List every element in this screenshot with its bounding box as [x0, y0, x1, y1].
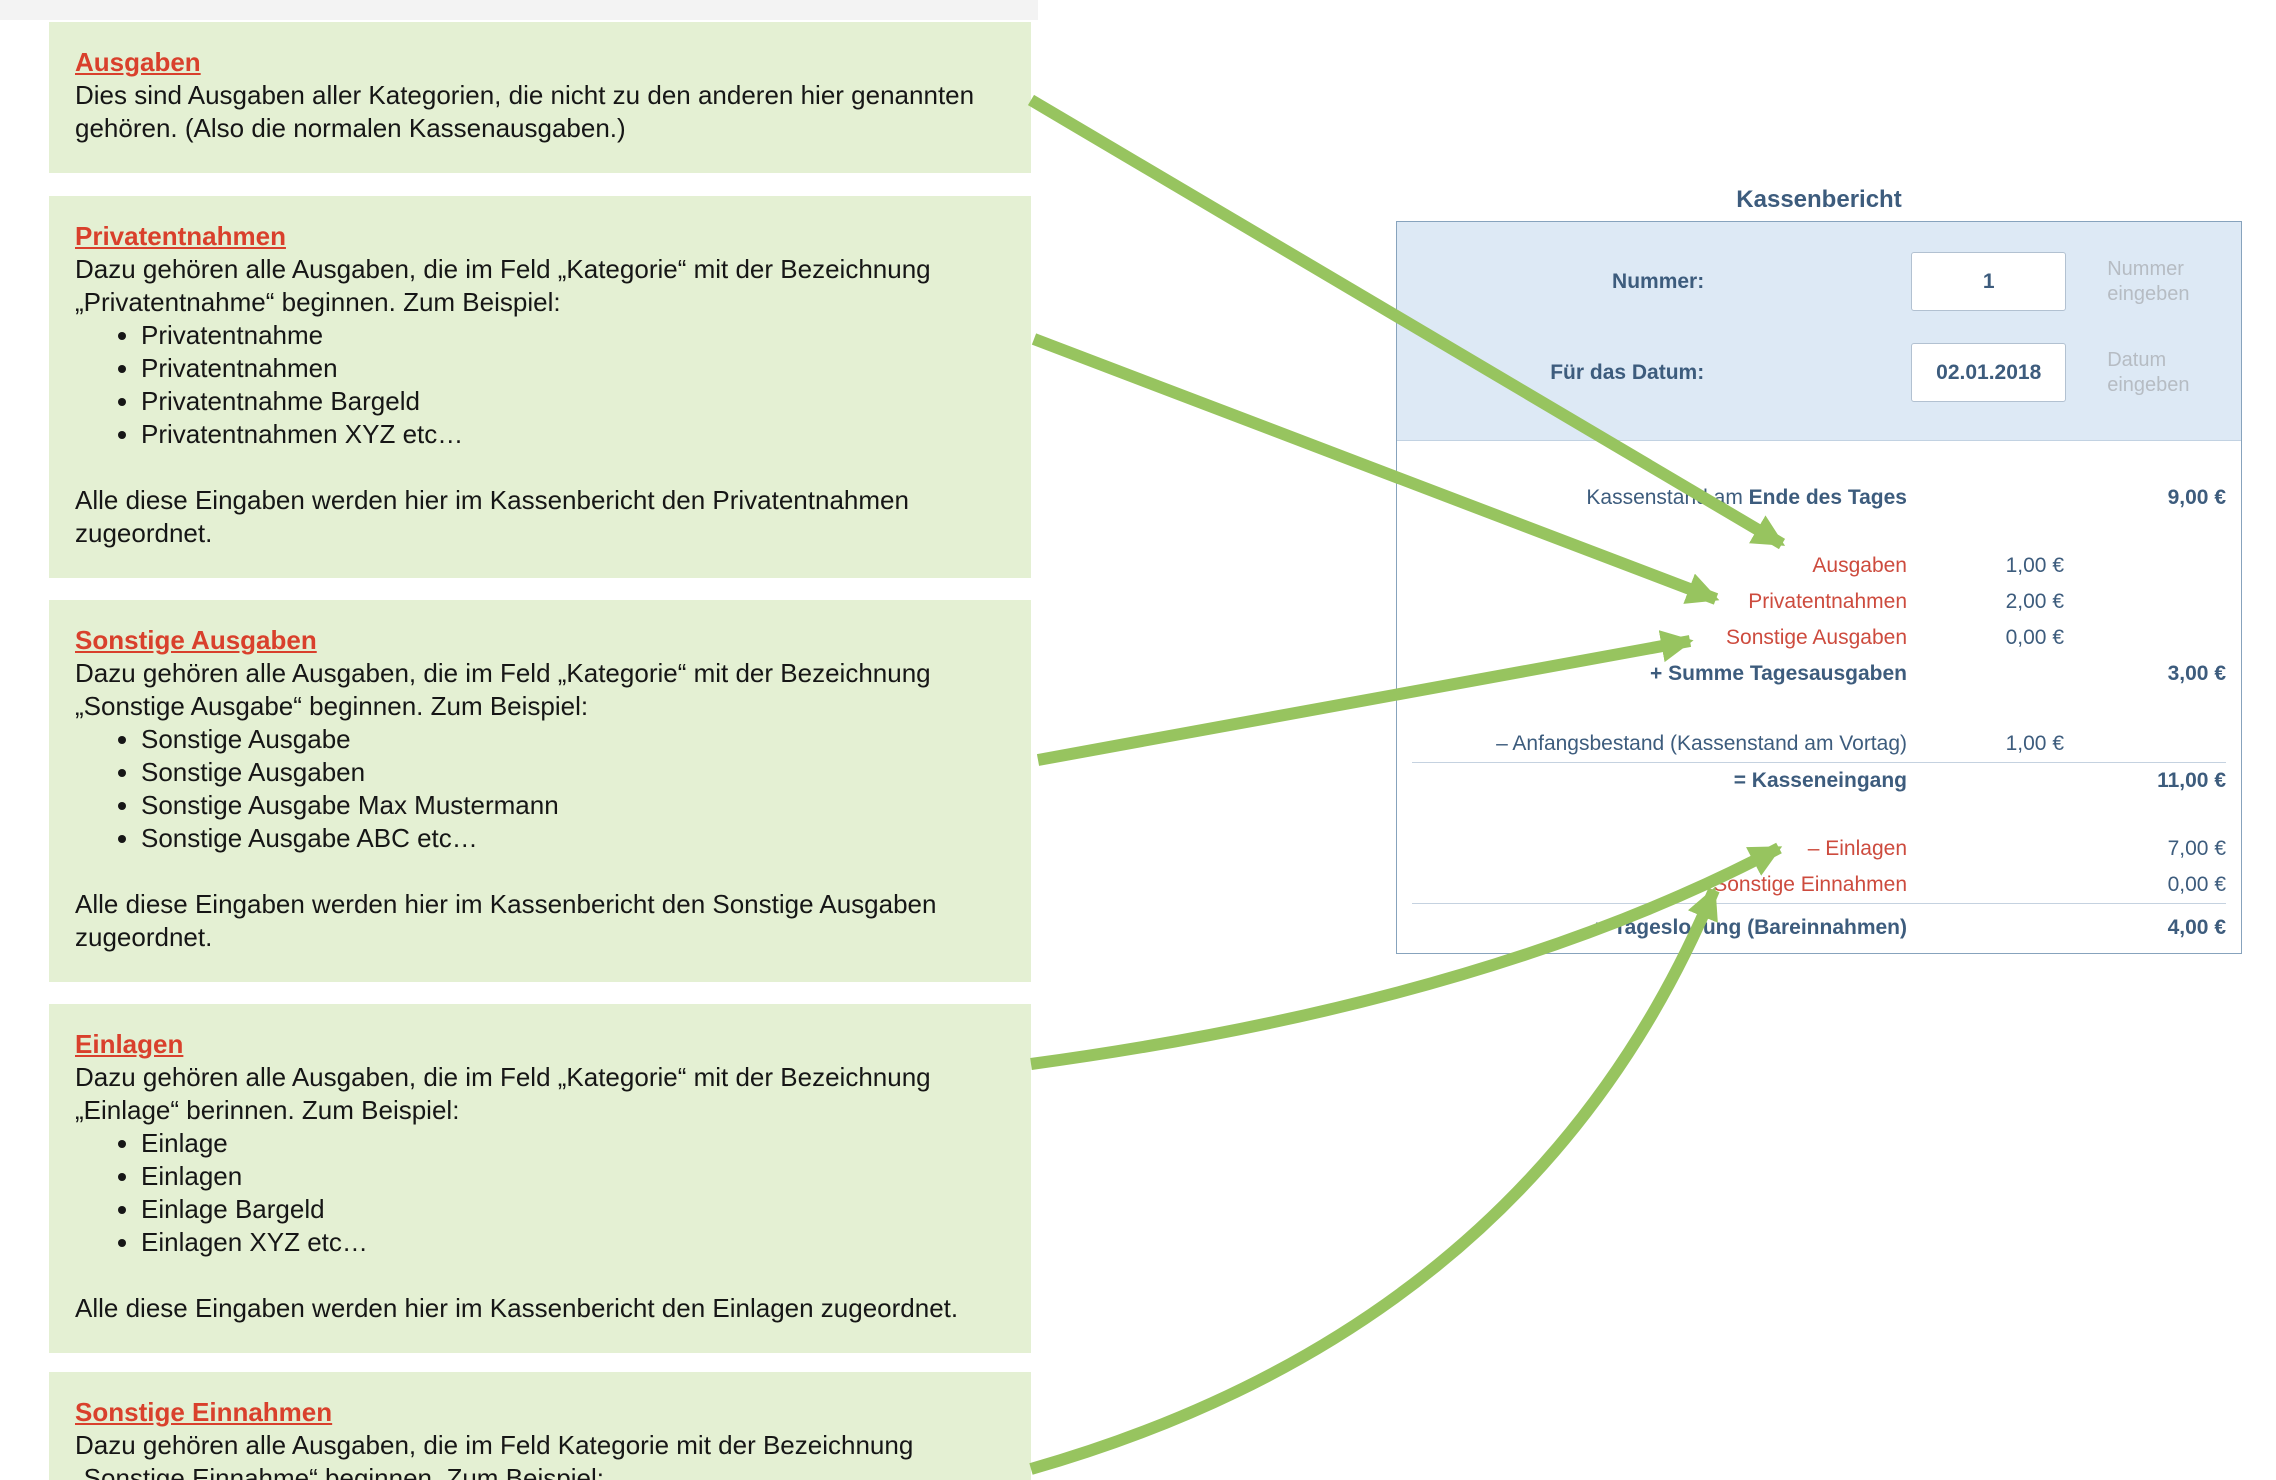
example-item: Privatentnahmen	[141, 352, 1005, 385]
row-sonstige-ausgaben: Sonstige Ausgaben 0,00 €	[1412, 620, 2226, 656]
row-kassenstand: Kassenstand am Ende des Tages 9,00 €	[1412, 480, 2226, 516]
info-box-text: Dazu gehören alle Ausgaben, die im Feld …	[75, 658, 931, 721]
report-title: Kassenbericht	[1736, 186, 1902, 213]
row-value-mid	[1907, 480, 2064, 516]
row-label: + Summe Tagesausgaben	[1650, 662, 1907, 685]
nummer-input[interactable]	[1911, 252, 2067, 311]
row-label: = Tageslosung (Bareinnahmen)	[1595, 916, 1907, 939]
row-value-right	[2064, 548, 2226, 584]
row-value-right: 0,00 €	[2167, 873, 2226, 896]
example-item: Privatentnahme	[141, 319, 1005, 352]
info-box-heading: Ausgaben	[75, 47, 201, 77]
info-box-heading: Privatentnahmen	[75, 221, 286, 251]
row-value-mid: 0,00 €	[2005, 626, 2064, 649]
row-value-mid: 1,00 €	[2005, 554, 2064, 577]
info-box-text: Dies sind Ausgaben aller Kategorien, die…	[75, 80, 975, 143]
nummer-field-row: Nummer: Nummer eingeben	[1397, 252, 2241, 311]
row-value-right: 4,00 €	[2167, 916, 2226, 939]
row-value-right: 3,00 €	[2167, 662, 2226, 685]
example-list: Einlage Einlagen Einlage Bargeld Einlage…	[75, 1127, 1005, 1259]
row-value-mid	[1907, 867, 2064, 903]
row-label: – Sonstige Einnahmen	[1695, 873, 1907, 896]
example-item: Sonstige Ausgabe ABC etc…	[141, 822, 1005, 855]
info-box-heading: Einlagen	[75, 1029, 184, 1059]
example-list: Sonstige Ausgabe Sonstige Ausgaben Sonst…	[75, 723, 1005, 855]
row-ausgaben: Ausgaben 1,00 €	[1412, 548, 2226, 584]
info-box-privatentnahmen: Privatentnahmen Dazu gehören alle Ausgab…	[49, 196, 1031, 578]
report-header: Nummer: Nummer eingeben Für das Datum: D…	[1397, 222, 2241, 441]
info-box-outro: Alle diese Eingaben werden hier im Kasse…	[75, 1293, 959, 1323]
example-item: Privatentnahme Bargeld	[141, 385, 1005, 418]
example-item: Einlagen	[141, 1160, 1005, 1193]
row-value-mid: 1,00 €	[2005, 732, 2064, 755]
example-item: Privatentnahmen XYZ etc…	[141, 418, 1005, 451]
info-box-sonstige-einnahmen: Sonstige Einnahmen Dazu gehören alle Aus…	[49, 1372, 1031, 1480]
row-kasseneingang: = Kasseneingang 11,00 €	[1412, 762, 2226, 799]
row-value-mid	[1907, 831, 2064, 867]
row-anfangsbestand: – Anfangsbestand (Kassenstand am Vortag)…	[1412, 726, 2226, 762]
info-box-heading: Sonstige Einnahmen	[75, 1397, 333, 1427]
row-value-right	[2064, 726, 2226, 762]
kassenbericht-panel: Nummer: Nummer eingeben Für das Datum: D…	[1396, 221, 2242, 954]
datum-hint: Datum eingeben	[2107, 348, 2190, 396]
arrow-sonstige-einnahmen	[1029, 886, 1720, 1475]
info-box-heading: Sonstige Ausgaben	[75, 625, 317, 655]
row-value-right: 11,00 €	[2157, 769, 2226, 792]
nummer-label: Nummer:	[1612, 269, 1705, 293]
row-label: – Anfangsbestand (Kassenstand am Vortag)	[1496, 732, 1907, 755]
row-privatentnahmen: Privatentnahmen 2,00 €	[1412, 584, 2226, 620]
datum-field-row: Für das Datum: Datum eingeben	[1397, 343, 2241, 402]
row-label: = Kasseneingang	[1733, 769, 1907, 792]
example-item: Einlage Bargeld	[141, 1193, 1005, 1226]
info-box-ausgaben: Ausgaben Dies sind Ausgaben aller Katego…	[49, 22, 1031, 173]
info-box-outro: Alle diese Eingaben werden hier im Kasse…	[75, 889, 937, 952]
datum-input[interactable]	[1911, 343, 2067, 402]
example-item: Einlagen XYZ etc…	[141, 1226, 1005, 1259]
example-item: Sonstige Ausgabe	[141, 723, 1005, 756]
row-tageslosung: = Tageslosung (Bareinnahmen) 4,00 €	[1412, 903, 2226, 946]
info-box-text: Dazu gehören alle Ausgaben, die im Feld …	[75, 1062, 931, 1125]
row-value-mid: 2,00 €	[2005, 590, 2064, 613]
row-value-right	[2064, 620, 2226, 656]
row-einlagen: – Einlagen 7,00 €	[1412, 831, 2226, 867]
info-box-text: Dazu gehören alle Ausgaben, die im Feld …	[75, 254, 931, 317]
row-value-mid	[1907, 910, 2064, 946]
info-box-einlagen: Einlagen Dazu gehören alle Ausgaben, die…	[49, 1004, 1031, 1353]
row-summe-tagesausgaben: + Summe Tagesausgaben 3,00 €	[1412, 656, 2226, 692]
page-top-band	[0, 0, 1038, 20]
info-box-text: Dazu gehören alle Ausgaben, die im Feld …	[75, 1430, 914, 1480]
row-label: Sonstige Ausgaben	[1726, 626, 1907, 649]
row-label: Privatentnahmen	[1748, 590, 1907, 613]
row-value-mid	[1907, 763, 2064, 799]
row-value-right: 7,00 €	[2167, 837, 2226, 860]
row-label: – Einlagen	[1807, 837, 1907, 860]
example-list: Privatentnahme Privatentnahmen Privatent…	[75, 319, 1005, 451]
info-box-sonstige-ausgaben: Sonstige Ausgaben Dazu gehören alle Ausg…	[49, 600, 1031, 982]
info-box-outro: Alle diese Eingaben werden hier im Kasse…	[75, 485, 909, 548]
row-value-right	[2064, 584, 2226, 620]
report-body: Kassenstand am Ende des Tages 9,00 € Aus…	[1397, 480, 2241, 954]
row-label: Kassenstand am Ende des Tages	[1586, 486, 1907, 509]
example-item: Sonstige Ausgaben	[141, 756, 1005, 789]
example-item: Sonstige Ausgabe Max Mustermann	[141, 789, 1005, 822]
row-sonstige-einnahmen: – Sonstige Einnahmen 0,00 €	[1412, 867, 2226, 903]
row-value-mid	[1907, 656, 2064, 692]
example-item: Einlage	[141, 1127, 1005, 1160]
row-value-right: 9,00 €	[2167, 486, 2226, 509]
datum-label: Für das Datum:	[1550, 360, 1705, 384]
row-label: Ausgaben	[1812, 554, 1907, 577]
nummer-hint: Nummer eingeben	[2107, 257, 2190, 305]
